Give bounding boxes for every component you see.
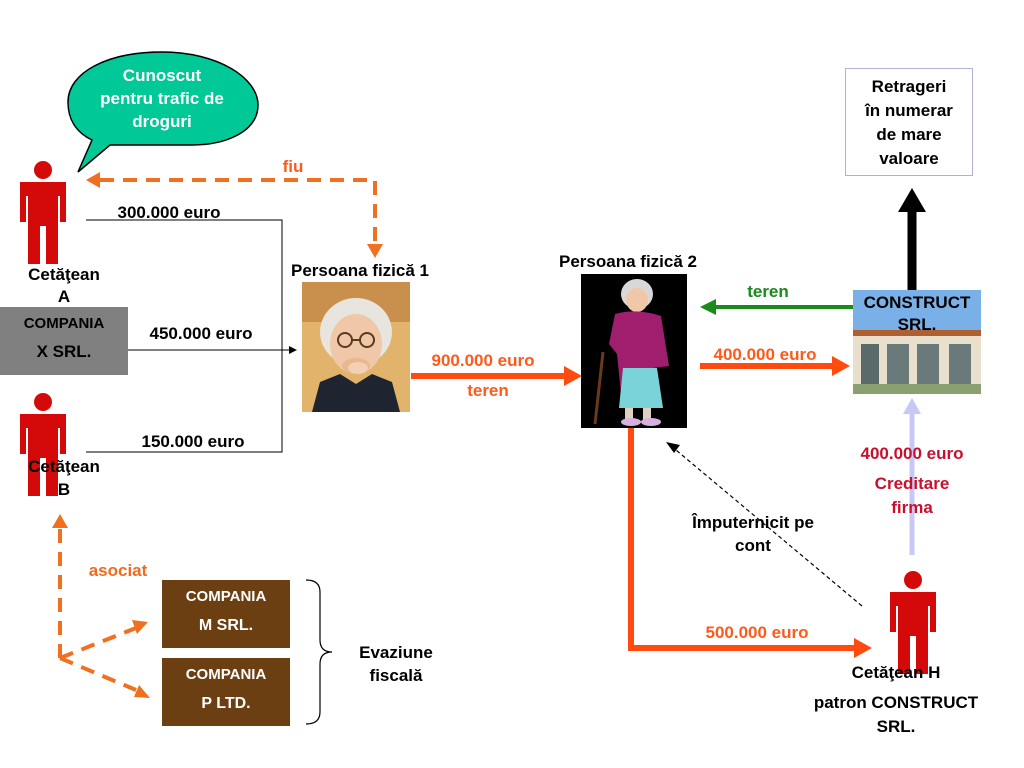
- company-m-line2: M SRL.: [198, 617, 254, 634]
- line-a-to-pf1: [86, 219, 283, 350]
- label-evaziune-2: fiscală: [369, 666, 423, 685]
- label-pf1-teren: teren: [467, 381, 509, 400]
- label-firma: firma: [891, 498, 933, 517]
- arrow-construct-to-pf2-green: [700, 299, 853, 315]
- pf2-title: Persoana fizică 2: [559, 252, 697, 271]
- person-b-icon: [20, 393, 66, 496]
- company-p-line1: COMPANIA: [185, 666, 267, 683]
- arrow-imputernicit-dashed: [666, 442, 863, 607]
- amount-b-150: 150.000 euro: [141, 432, 245, 451]
- company-m-box: COMPANIA M SRL.: [162, 580, 290, 648]
- amount-x-450: 450.000 euro: [149, 324, 253, 343]
- company-p-line2: P LTD.: [201, 695, 251, 712]
- amount-pf1-900: 900.000 euro: [431, 351, 535, 370]
- person-a-label-1: Cetăţean: [28, 265, 100, 284]
- arrow-h-to-construct: [903, 398, 921, 555]
- company-m-line1: COMPANIA: [185, 588, 267, 605]
- label-fiu: fiu: [282, 157, 304, 176]
- retrageri-line3: de mare: [876, 125, 942, 144]
- construct-building-image: [853, 290, 981, 394]
- retrageri-line4: valoare: [879, 149, 939, 168]
- person-a-icon: [20, 161, 66, 264]
- label-evaziune-1: Evaziune: [359, 643, 433, 662]
- person-b-label-2: B: [57, 480, 71, 499]
- line-b-to-pf1: [86, 350, 283, 453]
- label-imputernicit-1: Împuternicit pe: [692, 513, 814, 532]
- person-h-icon: [890, 571, 936, 674]
- retrageri-box: Retrageri în numerar de mare valoare: [845, 68, 973, 176]
- retrageri-line2: în numerar: [865, 101, 953, 120]
- person-b-label-1: Cetăţean: [28, 457, 100, 476]
- person-a-label-2: A: [57, 287, 71, 306]
- arrow-pf2-to-construct: [700, 356, 850, 376]
- pf1-portrait-image: [302, 282, 410, 412]
- amount-h-500: 500.000 euro: [705, 623, 809, 642]
- construct-label-1: CONSTRUCT: [863, 293, 971, 312]
- pf2-portrait-image: [581, 274, 687, 428]
- pf1-title: Persoana fizică 1: [291, 261, 429, 280]
- arrow-pf1-to-pf2: [411, 366, 582, 386]
- person-h-label-1: Cetăţean H: [851, 663, 941, 682]
- fiu-dashed-arrow: [86, 172, 383, 258]
- person-h-label-3: SRL.: [876, 717, 916, 736]
- construct-label-2: SRL.: [897, 315, 937, 334]
- company-x-box: COMPANIA X SRL.: [0, 307, 128, 375]
- retrageri-line1: Retrageri: [871, 77, 947, 96]
- evaziune-brace: [305, 579, 333, 725]
- amount-pf2-400: 400.000 euro: [713, 345, 817, 364]
- label-construct-teren: teren: [747, 282, 789, 301]
- label-imputernicit-2: cont: [735, 536, 771, 555]
- arrow-construct-to-retrageri: [898, 188, 926, 290]
- asociat-dashed-arrows: [52, 514, 150, 698]
- arrow-pf2-to-h: [628, 428, 872, 658]
- company-x-line1: COMPANIA: [23, 315, 105, 332]
- company-p-box: COMPANIA P LTD.: [162, 658, 290, 726]
- company-x-line2: X SRL.: [36, 342, 92, 361]
- label-creditare: Creditare: [874, 474, 950, 493]
- bubble-text: Cunoscut pentru trafic de droguri: [100, 66, 224, 131]
- amount-h-400: 400.000 euro: [860, 444, 964, 463]
- amount-a-300: 300.000 euro: [117, 203, 221, 222]
- label-asociat: asociat: [88, 561, 148, 580]
- person-h-label-2: patron CONSTRUCT: [813, 693, 979, 712]
